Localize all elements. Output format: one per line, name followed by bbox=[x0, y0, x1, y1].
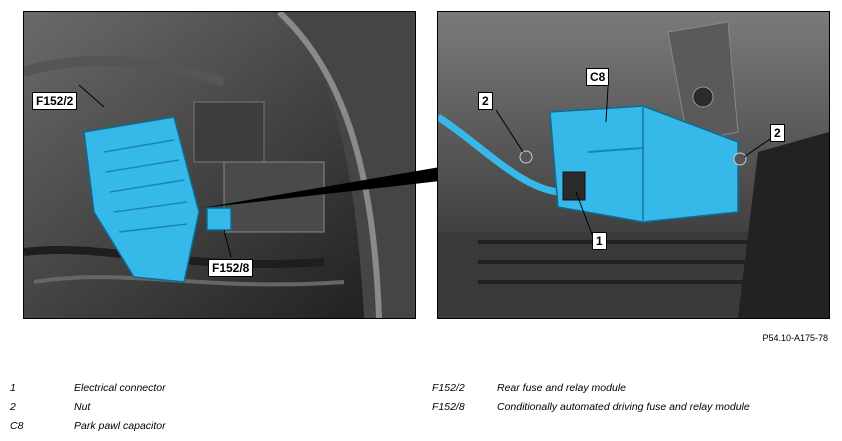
connector-shape bbox=[562, 171, 586, 201]
legend-text: Park pawl capacitor bbox=[74, 420, 166, 432]
callout-2-right: 2 bbox=[770, 124, 785, 142]
callout-1: 1 bbox=[592, 232, 607, 250]
callout-f152-2: F152/2 bbox=[32, 92, 78, 110]
legend-text: Rear fuse and relay module bbox=[497, 382, 626, 394]
legend-text: Conditionally automated driving fuse and… bbox=[497, 401, 750, 413]
cable-highlight bbox=[438, 114, 559, 196]
park-pawl-capacitor-drawing bbox=[438, 12, 829, 318]
legend-key: C8 bbox=[10, 420, 24, 432]
legend-left: 1 Electrical connector 2 Nut C8 Park paw… bbox=[10, 382, 410, 437]
fuse-module-f152-8-shape bbox=[206, 207, 232, 231]
legend-key: 1 bbox=[10, 382, 16, 394]
legend-key: F152/8 bbox=[432, 401, 465, 413]
legend-key: 2 bbox=[10, 401, 16, 413]
figure-reference: P54.10-A175-78 bbox=[762, 333, 828, 343]
callout-c8: C8 bbox=[586, 68, 610, 86]
fuse-module-f152-2-shape bbox=[83, 116, 200, 283]
legend-key: F152/2 bbox=[432, 382, 465, 394]
legend-text: Nut bbox=[74, 401, 91, 413]
detail-illustration: C8 2 2 1 bbox=[437, 11, 830, 319]
zoom-connector bbox=[202, 167, 440, 208]
legend-right: F152/2 Rear fuse and relay module F152/8… bbox=[432, 382, 832, 422]
legend-text: Electrical connector bbox=[74, 382, 166, 394]
callout-f152-8: F152/8 bbox=[208, 259, 254, 277]
callout-2-left: 2 bbox=[478, 92, 493, 110]
overview-illustration: F152/2 F152/8 bbox=[23, 11, 416, 319]
